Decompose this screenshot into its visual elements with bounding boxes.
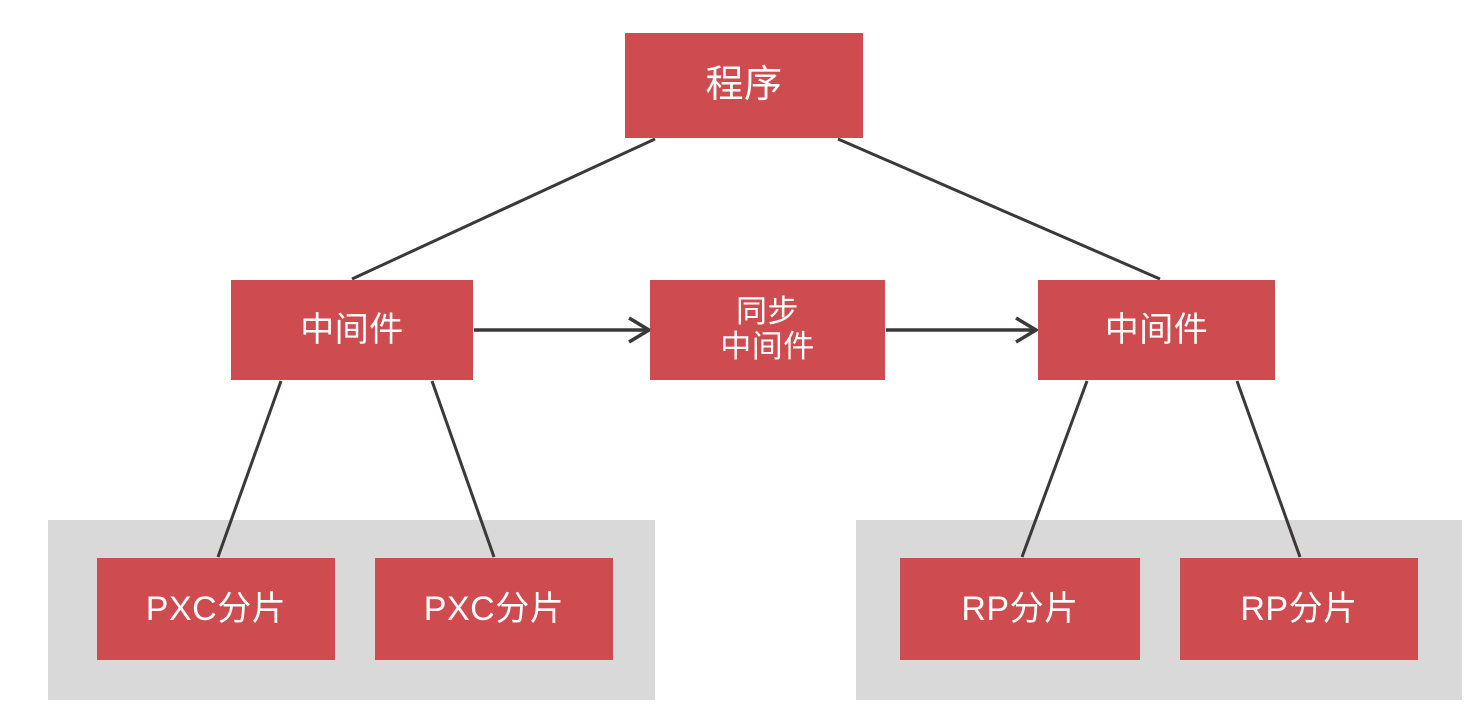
node-pxc-shard-1-label: PXC分片 (145, 589, 287, 628)
node-middleware-left[interactable]: 中间件 (231, 280, 473, 380)
node-rp-shard-2-label: RP分片 (1240, 589, 1358, 628)
connector-middleware-left-to-sync (474, 316, 653, 344)
connector-program-to-middleware-right (837, 137, 1161, 281)
node-sync-middleware-label: 同步 中间件 (720, 294, 815, 364)
node-pxc-shard-2[interactable]: PXC分片 (375, 558, 613, 660)
node-pxc-shard-1[interactable]: PXC分片 (97, 558, 335, 660)
node-pxc-shard-2-label: PXC分片 (423, 589, 565, 628)
node-middleware-right[interactable]: 中间件 (1038, 280, 1275, 380)
node-program-label: 程序 (705, 64, 783, 107)
connector-program-to-middleware-left (351, 137, 656, 281)
node-sync-middleware[interactable]: 同步 中间件 (650, 280, 885, 380)
connector-sync-to-middleware-right-arrowhead (1015, 316, 1040, 344)
node-rp-shard-1[interactable]: RP分片 (900, 558, 1140, 660)
node-rp-shard-1-label: RP分片 (961, 589, 1079, 628)
connector-sync-to-middleware-right (886, 316, 1040, 344)
node-program[interactable]: 程序 (625, 33, 863, 138)
node-middleware-right-label: 中间件 (1104, 310, 1209, 349)
node-middleware-left-label: 中间件 (300, 310, 404, 349)
node-rp-shard-2[interactable]: RP分片 (1180, 558, 1418, 660)
connector-middleware-left-to-sync-arrowhead (628, 316, 653, 344)
